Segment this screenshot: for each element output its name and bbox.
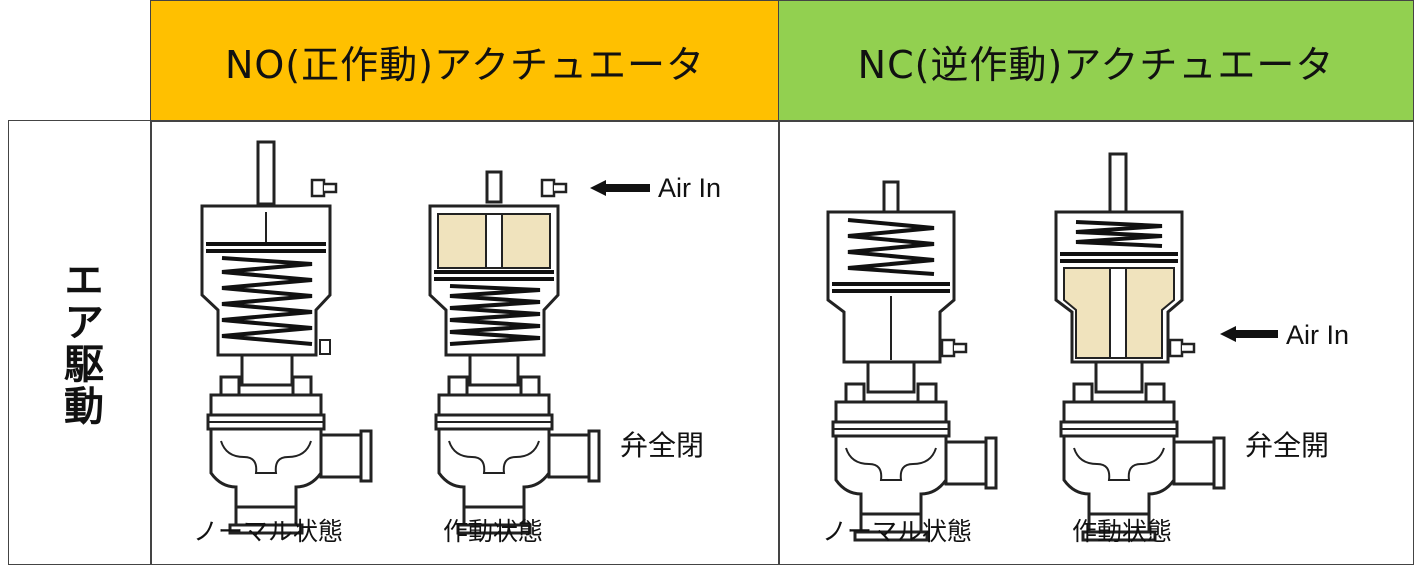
header-no-title: NO(正作動)アクチュエータ xyxy=(224,42,706,87)
header-nc: NC(逆作動)アクチュエータ xyxy=(778,0,1414,122)
nc-actuated-caption: 作動状態 xyxy=(1072,517,1173,546)
nc-actuated-valve xyxy=(1054,152,1226,542)
nc-valve-state: 弁全開 xyxy=(1245,429,1330,462)
no-air-in-label: Air In xyxy=(658,173,722,203)
air-in-arrow-nc xyxy=(1220,326,1278,342)
no-actuated-valve xyxy=(428,170,601,535)
nc-normal-caption: ノーマル状態 xyxy=(822,517,973,546)
row-label-cell: エア駆動 xyxy=(8,120,152,565)
no-normal-caption: ノーマル状態 xyxy=(193,517,344,546)
air-in-arrow-no xyxy=(590,180,650,196)
no-normal-valve xyxy=(200,140,373,535)
nc-normal-valve xyxy=(826,180,998,542)
header-no: NO(正作動)アクチュエータ xyxy=(150,0,780,122)
header-nc-title: NC(逆作動)アクチュエータ xyxy=(857,42,1335,87)
no-valve-state: 弁全閉 xyxy=(620,429,705,462)
nc-air-in-label: Air In xyxy=(1286,320,1350,350)
row-label: エア駆動 xyxy=(57,258,103,427)
no-actuated-caption: 作動状態 xyxy=(443,517,544,546)
